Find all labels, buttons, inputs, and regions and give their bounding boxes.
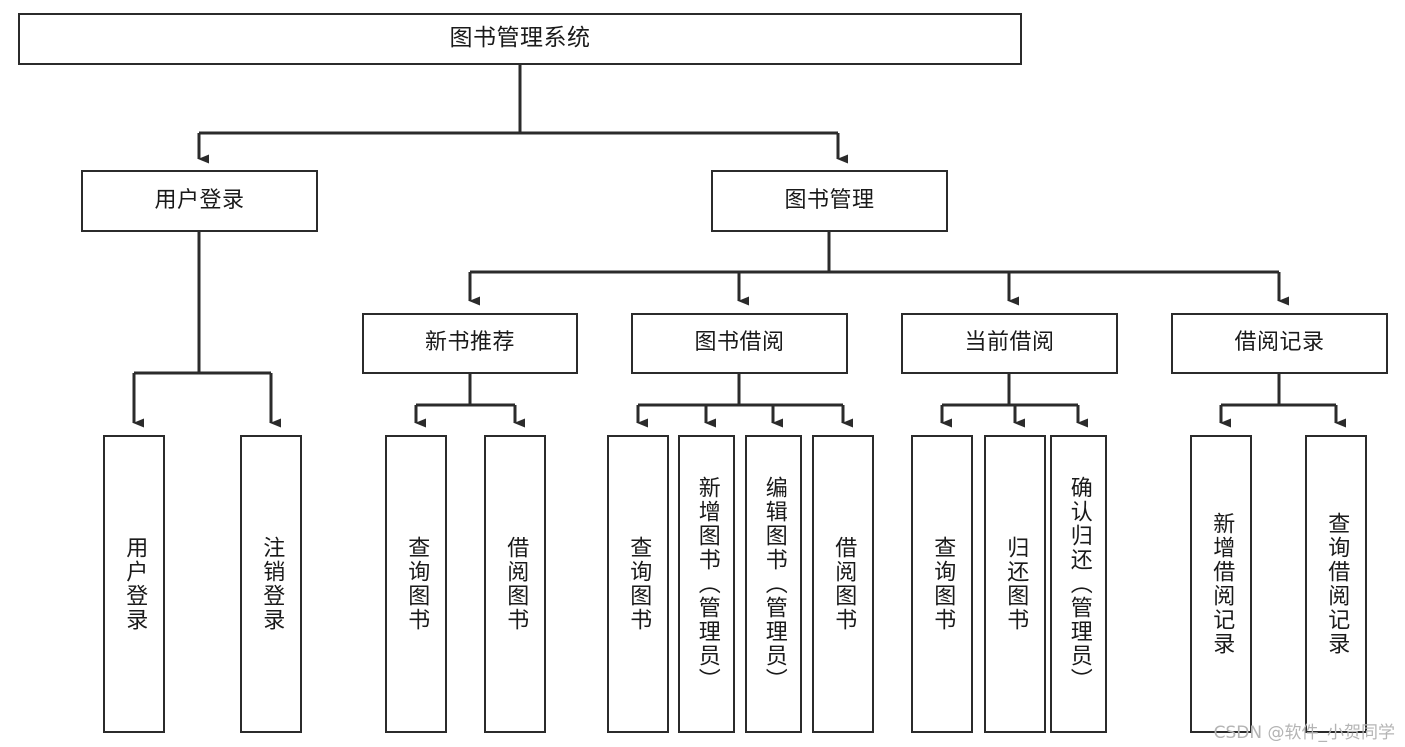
node-leaf-confirm-return-admin[interactable]: 确认归还（管理员）: [1050, 435, 1107, 733]
node-user-login[interactable]: 用户登录: [81, 170, 318, 232]
node-leaf-return-book[interactable]: 归还图书: [984, 435, 1046, 733]
node-leaf-query-book-rec-label: 查询图书: [404, 536, 430, 632]
node-leaf-query-borrow-record[interactable]: 查询借阅记录: [1305, 435, 1367, 733]
node-borrow-record[interactable]: 借阅记录: [1171, 313, 1388, 374]
node-borrow-record-label: 借阅记录: [1234, 330, 1325, 356]
node-leaf-borrow-book-rec-label: 借阅图书: [503, 536, 529, 632]
edges-bookmanage-to-level3: [468, 232, 1289, 306]
edges-borrowrecord-to-leaves: [1219, 374, 1346, 428]
node-leaf-query-book-borrow-label: 查询图书: [626, 536, 652, 632]
node-leaf-add-book-admin[interactable]: 新增图书（管理员）: [678, 435, 735, 733]
node-leaf-borrow-book[interactable]: 借阅图书: [812, 435, 874, 733]
node-leaf-add-borrow-record-label: 新增借阅记录: [1209, 512, 1235, 656]
node-root-system[interactable]: 图书管理系统: [18, 13, 1022, 65]
node-leaf-query-book-cur[interactable]: 查询图书: [911, 435, 973, 733]
node-leaf-query-book-cur-label: 查询图书: [930, 536, 956, 632]
node-book-manage-label: 图书管理: [784, 187, 875, 213]
node-current-borrow-label: 当前借阅: [964, 330, 1055, 356]
node-user-login-label: 用户登录: [154, 187, 245, 213]
node-leaf-user-login-label: 用户登录: [122, 536, 148, 632]
edges-currentborrow-to-leaves: [940, 374, 1088, 428]
edges-newbookrec-to-leaves: [414, 374, 525, 428]
node-leaf-query-borrow-record-label: 查询借阅记录: [1324, 512, 1350, 656]
node-leaf-add-book-admin-label: 新增图书（管理员）: [694, 476, 720, 692]
node-book-borrow[interactable]: 图书借阅: [631, 313, 848, 374]
node-leaf-user-login[interactable]: 用户登录: [103, 435, 165, 733]
edges-bookborrow-to-leaves: [636, 374, 853, 428]
node-leaf-confirm-return-admin-label: 确认归还（管理员）: [1066, 476, 1092, 692]
csdn-watermark: CSDN @软件_小贺同学: [1213, 723, 1395, 743]
node-leaf-query-book-rec[interactable]: 查询图书: [385, 435, 447, 733]
node-leaf-edit-book-admin-label: 编辑图书（管理员）: [761, 476, 787, 692]
node-new-book-rec[interactable]: 新书推荐: [362, 313, 578, 374]
edges-root-to-level2: [197, 65, 848, 164]
node-leaf-edit-book-admin[interactable]: 编辑图书（管理员）: [745, 435, 802, 733]
node-book-borrow-label: 图书借阅: [694, 330, 785, 356]
node-leaf-logout[interactable]: 注销登录: [240, 435, 302, 733]
node-book-manage[interactable]: 图书管理: [711, 170, 948, 232]
node-leaf-return-book-label: 归还图书: [1003, 536, 1029, 632]
node-leaf-borrow-book-label: 借阅图书: [831, 536, 857, 632]
edges-userlogin-to-leaves: [132, 232, 281, 428]
node-current-borrow[interactable]: 当前借阅: [901, 313, 1118, 374]
node-leaf-borrow-book-rec[interactable]: 借阅图书: [484, 435, 546, 733]
node-root-system-label: 图书管理系统: [449, 25, 591, 52]
node-leaf-add-borrow-record[interactable]: 新增借阅记录: [1190, 435, 1252, 733]
node-new-book-rec-label: 新书推荐: [424, 330, 515, 356]
node-leaf-logout-label: 注销登录: [259, 536, 285, 632]
node-leaf-query-book-borrow[interactable]: 查询图书: [607, 435, 669, 733]
